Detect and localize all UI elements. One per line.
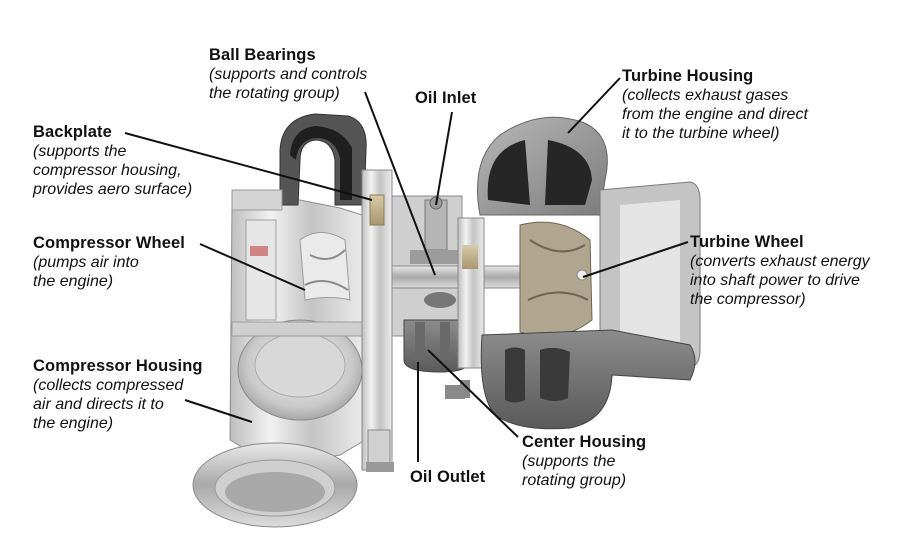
leader-turbine-housing <box>567 77 621 134</box>
label-turbine-housing: Turbine Housing (collects exhaust gases … <box>622 67 808 143</box>
label-compressor-wheel: Compressor Wheel (pumps air into the eng… <box>33 234 185 291</box>
label-title: Center Housing <box>522 433 647 451</box>
label-title: Ball Bearings <box>209 46 316 64</box>
leader-lines <box>124 77 689 462</box>
label-center-housing: Center Housing (supports the rotating gr… <box>522 433 646 490</box>
label-description: (collects compressed air and directs it … <box>33 377 184 432</box>
label-description: (supports the rotating group) <box>522 453 627 489</box>
label-title: Turbine Wheel <box>690 233 804 251</box>
label-description: (supports and controls the rotating grou… <box>209 66 368 102</box>
backplate-shape <box>361 169 394 472</box>
leader-backplate <box>124 132 373 201</box>
turbine-housing-shape <box>445 116 701 430</box>
leader-compressor-wheel <box>199 243 306 291</box>
leader-compressor-housing <box>184 399 253 423</box>
label-title: Oil Outlet <box>410 468 486 486</box>
leader-ball-bearings <box>364 91 436 276</box>
label-backplate: Backplate (supports the compressor housi… <box>33 123 192 199</box>
label-description: (supports the compressor housing, provid… <box>33 143 193 198</box>
label-turbine-wheel: Turbine Wheel (converts exhaust energy i… <box>690 233 870 309</box>
label-description: (pumps air into the engine) <box>33 254 139 290</box>
label-title: Compressor Wheel <box>33 234 185 252</box>
label-ball-bearings: Ball Bearings (supports and controls the… <box>209 46 367 103</box>
label-oil-outlet: Oil Outlet <box>410 468 485 487</box>
leader-center-housing <box>427 349 519 438</box>
label-title: Backplate <box>33 123 112 141</box>
compressor-housing-shape <box>192 113 367 528</box>
label-title: Compressor Housing <box>33 357 203 375</box>
label-compressor-housing: Compressor Housing (collects compressed … <box>33 357 203 433</box>
label-title: Oil Inlet <box>415 89 477 107</box>
leader-turbine-wheel <box>582 241 689 278</box>
label-description: (converts exhaust energy into shaft powe… <box>690 253 870 308</box>
leader-oil-inlet <box>435 111 453 206</box>
label-title: Turbine Housing <box>622 67 754 85</box>
label-description: (collects exhaust gases from the engine … <box>622 87 808 142</box>
label-oil-inlet: Oil Inlet <box>415 89 476 108</box>
